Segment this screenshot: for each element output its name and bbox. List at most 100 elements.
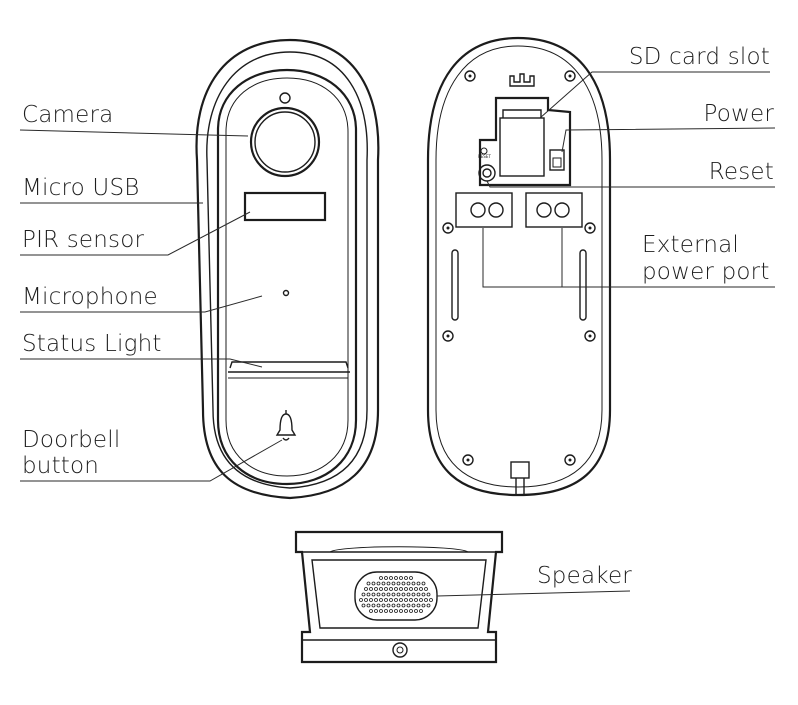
- grille-hole: [411, 581, 416, 586]
- grille-hole: [409, 587, 413, 591]
- side-slot-left: [451, 249, 459, 321]
- grille-hole: [406, 603, 411, 608]
- grille-hole: [384, 587, 388, 591]
- grille-hole: [381, 592, 386, 597]
- grille-hole: [404, 587, 408, 591]
- label-power: Power: [703, 101, 774, 127]
- sd-card-cavity: [478, 96, 572, 187]
- pir-window: [243, 191, 327, 222]
- leader-microphone: [20, 295, 263, 313]
- grille-hole: [376, 581, 381, 586]
- grille-hole: [386, 592, 391, 597]
- grille-hole: [404, 576, 408, 580]
- grille-hole: [414, 598, 418, 602]
- label-camera: Camera: [22, 102, 114, 128]
- power-terminal-right: [525, 192, 583, 228]
- grille-hole: [394, 609, 398, 613]
- grille-hole: [406, 592, 411, 597]
- sd-card-tray: [499, 117, 545, 177]
- speaker-housing-front: [311, 559, 487, 629]
- grille-hole: [379, 576, 383, 580]
- back-view: [426, 36, 612, 497]
- grille-hole: [384, 609, 388, 613]
- grille-hole: [389, 576, 393, 580]
- grille-hole: [426, 603, 431, 608]
- grille-hole: [374, 609, 378, 613]
- grille-hole: [364, 587, 368, 591]
- bottom-view: [294, 530, 504, 664]
- grille-hole: [384, 598, 388, 602]
- leader-pir: [20, 211, 251, 256]
- label-microphone: Microphone: [22, 284, 158, 310]
- reset-button-outer: [478, 164, 496, 182]
- grille-hole: [371, 592, 376, 597]
- grille-hole: [396, 592, 401, 597]
- bell-icon: [275, 410, 297, 441]
- grille-hole: [396, 581, 401, 586]
- grille-hole: [401, 581, 406, 586]
- grille-hole: [414, 587, 418, 591]
- label-doorbell-button-line1: Doorbell: [22, 427, 121, 453]
- side-slot-right: [579, 249, 587, 321]
- grille-hole: [419, 598, 423, 602]
- grille-hole: [371, 603, 376, 608]
- grille-hole: [391, 603, 396, 608]
- grille-hole: [414, 609, 418, 613]
- grille-hole: [391, 592, 396, 597]
- grille-hole: [401, 603, 406, 608]
- grille-hole: [389, 598, 393, 602]
- grille-hole: [374, 587, 378, 591]
- grille-hole: [389, 587, 393, 591]
- front-body-side: [225, 77, 349, 477]
- microphone-hole: [282, 289, 290, 297]
- grille-hole: [396, 603, 401, 608]
- grille-hole: [416, 592, 421, 597]
- back-body-inner: [435, 45, 603, 488]
- grille-hole: [419, 609, 423, 613]
- label-external-power-port-line1: External: [642, 232, 740, 258]
- grille-hole: [426, 592, 431, 597]
- grille-hole: [381, 603, 386, 608]
- grille-hole: [364, 598, 368, 602]
- front-body-outline: [216, 68, 358, 486]
- leader-lines: [19, 71, 776, 597]
- grille-hole: [399, 576, 403, 580]
- label-pir-sensor: PIR sensor: [22, 227, 145, 253]
- camera-lens-inner: [254, 111, 316, 173]
- bottom-screw-head: [396, 646, 404, 654]
- sd-card-slot: [502, 109, 542, 118]
- grille-hole: [409, 576, 413, 580]
- grille-hole: [374, 598, 378, 602]
- grille-hole: [409, 609, 413, 613]
- power-switch: [549, 149, 565, 171]
- grille-hole: [371, 581, 376, 586]
- grille-hole: [411, 592, 416, 597]
- front-bracket-outline: [195, 38, 380, 500]
- grille-hole: [379, 587, 383, 591]
- power-switch-knob: [552, 157, 562, 168]
- grille-hole: [369, 598, 373, 602]
- label-status-light: Status Light: [22, 331, 162, 357]
- grille-hole: [416, 581, 421, 586]
- screw-holes: [442, 70, 596, 466]
- front-view: [195, 38, 380, 500]
- grille-hole: [404, 609, 408, 613]
- grille-hole: [429, 598, 433, 602]
- grille-hole: [424, 587, 428, 591]
- leader-speaker: [436, 590, 631, 597]
- top-clip: [509, 73, 535, 87]
- grille-hole: [359, 598, 363, 602]
- leader-status-light: [20, 358, 263, 368]
- label-reset: Reset: [708, 159, 774, 185]
- grille-hole: [421, 592, 426, 597]
- grille-hole: [419, 587, 423, 591]
- bottom-screw: [392, 642, 408, 658]
- back-body-outline: [426, 36, 612, 497]
- grille-hole: [399, 587, 403, 591]
- grille-hole: [379, 598, 383, 602]
- speaker-grille: [359, 576, 433, 613]
- grille-hole: [386, 581, 391, 586]
- grille-hole: [381, 581, 386, 586]
- reset-marking: RESET: [478, 154, 491, 159]
